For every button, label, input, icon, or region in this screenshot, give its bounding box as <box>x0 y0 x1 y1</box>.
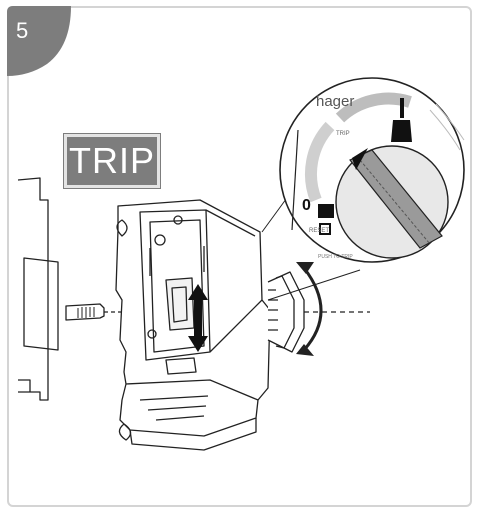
dial-off-label: 0 <box>302 197 311 214</box>
step-tab <box>7 6 71 76</box>
dial-detail: hager TRIP 0 RESET PUSH TO TRIP I <box>279 77 465 263</box>
brand-label: hager <box>316 93 354 110</box>
dial-push-trip-label: PUSH TO TRIP <box>318 254 353 260</box>
breaker-housing <box>115 199 271 451</box>
rotary-knob <box>267 271 370 353</box>
dial-trip-label: TRIP <box>336 131 350 137</box>
wall-plate <box>17 177 59 401</box>
step-number: 5 <box>16 18 29 43</box>
dial-reset-label: RESET <box>309 228 329 234</box>
rotate-arrow <box>296 262 323 356</box>
trip-badge: TRIP <box>64 134 160 188</box>
updown-arrow <box>188 284 208 352</box>
